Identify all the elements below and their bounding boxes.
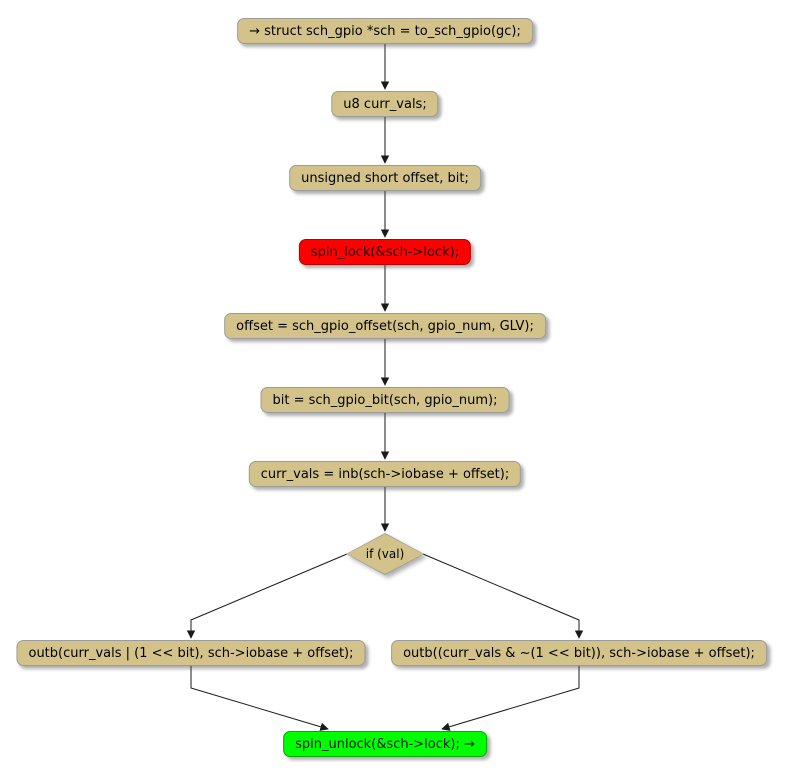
activity-node-spin-unlock: spin_unlock(&sch->lock); →	[283, 731, 487, 757]
edge-if-to-outb-set	[186, 553, 348, 639]
decision-node-if-val: if (val)	[346, 533, 424, 575]
edge-if-to-outb-clear	[422, 553, 584, 639]
activity-node-decl-offset-bit: unsigned short offset, bit;	[289, 165, 481, 191]
activity-node-curr-vals-read: curr_vals = inb(sch->iobase + offset);	[248, 461, 522, 487]
activity-node-outb-set: outb(curr_vals | (1 << bit), sch->iobase…	[16, 640, 366, 666]
activity-node-decl-curr-vals: u8 curr_vals;	[331, 91, 439, 117]
edge-outb-clear-to-unlock	[441, 666, 580, 731]
activity-node-spin-lock: spin_lock(&sch->lock);	[298, 239, 472, 265]
activity-node-outb-clear: outb((curr_vals & ~(1 << bit)), sch->iob…	[391, 640, 767, 666]
activity-node-offset-assign: offset = sch_gpio_offset(sch, gpio_num, …	[224, 313, 546, 339]
activity-node-bit-assign: bit = sch_gpio_bit(sch, gpio_num);	[260, 387, 510, 413]
edge-outb-set-to-unlock	[190, 666, 329, 731]
decision-label: if (val)	[365, 547, 405, 561]
activity-node-start-assign: → struct sch_gpio *sch = to_sch_gpio(gc)…	[237, 18, 533, 44]
